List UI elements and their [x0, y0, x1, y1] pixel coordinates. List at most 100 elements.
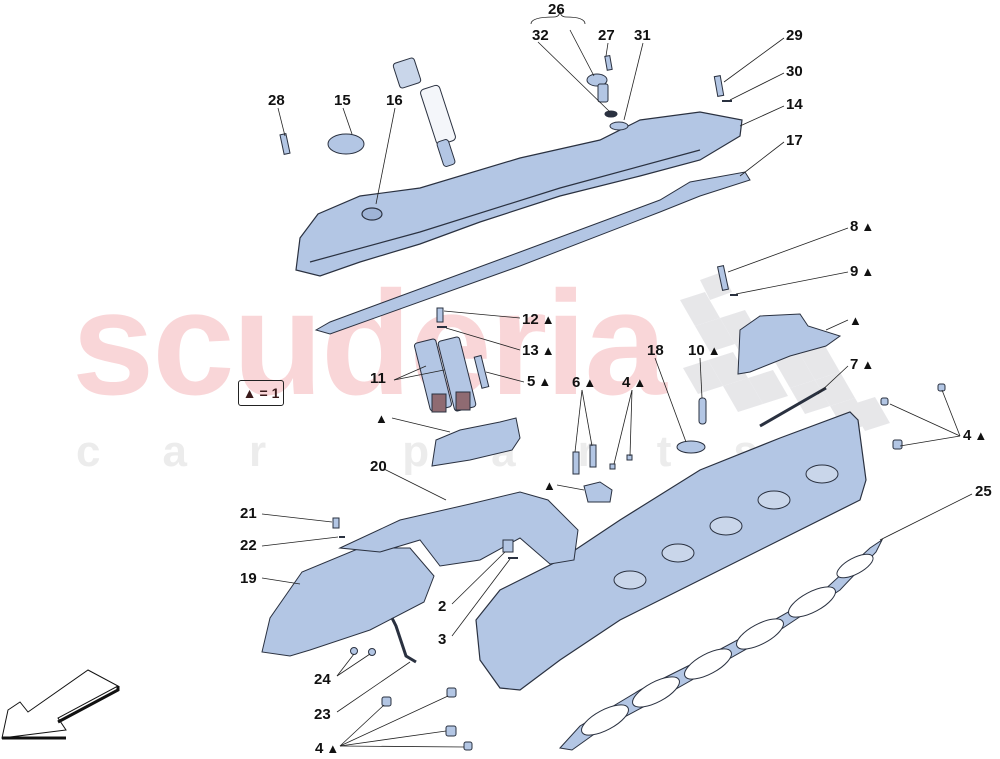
callout-c20: 20	[370, 459, 387, 474]
triangle-icon: ▲	[974, 428, 988, 443]
oil-filler-cap-part-15	[327, 133, 365, 155]
callout-c16: 16	[386, 93, 403, 108]
quantity-legend: ▲ = 1	[238, 380, 284, 406]
callout-number: 24	[314, 671, 331, 688]
callout-number: 17	[786, 132, 803, 149]
callout-number: 29	[786, 27, 803, 44]
callout-number: 27	[598, 27, 615, 44]
triangle-icon: ▲	[707, 343, 721, 358]
callout-number: 19	[240, 570, 257, 587]
dowel-part-4b	[626, 454, 633, 461]
dowel-part-4e	[892, 439, 903, 450]
callout-c2: 2	[438, 599, 446, 614]
heat-shield-part-19	[261, 547, 435, 657]
dowel-part-10	[698, 397, 707, 425]
callout-c26: 26	[548, 2, 565, 17]
washer-part-3	[508, 557, 518, 559]
callout-c4a: 4▲	[622, 375, 646, 390]
callout-number: 2	[438, 598, 447, 615]
callout-number: 23	[314, 706, 331, 723]
watermark-scuderia: scuderia	[72, 261, 667, 426]
callout-c-tri-b: ▲	[375, 411, 388, 426]
triangle-icon: ▲	[375, 411, 388, 426]
bolt-part-6b	[589, 444, 597, 468]
callout-c-tri-c: ▲	[543, 478, 556, 493]
callout-c17: 17	[786, 133, 803, 148]
callout-number: 12	[522, 311, 539, 328]
callout-c13: 13▲	[522, 343, 555, 358]
callout-c29: 29	[786, 28, 803, 43]
callout-c-tri-a: ▲	[849, 313, 862, 328]
callout-number: 5	[527, 373, 536, 390]
nut-part-24	[368, 648, 376, 656]
triangle-icon: ▲	[583, 375, 597, 390]
dowel-part-4i	[463, 741, 473, 751]
triangle-icon: ▲	[242, 385, 257, 401]
callout-c30: 30	[786, 64, 803, 79]
callout-number: 14	[786, 96, 803, 113]
callout-number: 4	[315, 740, 324, 757]
callout-c31: 31	[634, 28, 651, 43]
callout-number: 22	[240, 537, 257, 554]
direction-arrow-icon	[1, 669, 120, 739]
callout-c32: 32	[532, 28, 549, 43]
callout-number: 30	[786, 63, 803, 80]
callout-number: 18	[647, 342, 664, 359]
callout-number: 6	[572, 374, 581, 391]
callout-number: 28	[268, 92, 285, 109]
callout-c10: 10▲	[688, 343, 721, 358]
callout-number: 21	[240, 505, 257, 522]
housing-part	[737, 313, 842, 375]
callout-number: 4	[622, 374, 631, 391]
callout-c23: 23	[314, 707, 331, 722]
triangle-icon: ▲	[633, 375, 647, 390]
washer-part-13	[437, 326, 447, 328]
triangle-icon: ▲	[849, 313, 862, 328]
callout-c7: 7▲	[850, 357, 874, 372]
callout-number: 31	[634, 27, 651, 44]
callout-number: 11	[370, 370, 386, 387]
callout-c4b: 4▲	[963, 428, 987, 443]
ignition-coil-part-16	[392, 57, 456, 167]
sensor-part-26	[586, 73, 629, 131]
triangle-icon: ▲	[861, 219, 875, 234]
bearing-block	[583, 481, 613, 503]
callout-number: 26	[548, 1, 565, 18]
washer-part-9	[730, 294, 738, 296]
spacer-part-2	[502, 539, 514, 553]
triangle-icon: ▲	[861, 264, 875, 279]
bolt-part-6a	[572, 451, 580, 475]
callout-c6: 6▲	[572, 375, 596, 390]
callout-c5: 5▲	[527, 374, 551, 389]
callout-number: 3	[438, 631, 447, 648]
legend-text: = 1	[259, 385, 280, 401]
callout-c21: 21	[240, 506, 257, 521]
callout-c18: 18	[647, 343, 664, 358]
dowel-part-4f	[381, 696, 392, 707]
triangle-icon: ▲	[861, 357, 875, 372]
watermark-car-parts: car parts	[76, 427, 820, 476]
callout-c19: 19	[240, 571, 257, 586]
bolt-part-24	[350, 647, 358, 655]
callout-number: 25	[975, 483, 992, 500]
washer-part-30	[722, 100, 732, 102]
callout-c8: 8▲	[850, 219, 874, 234]
callout-number: 20	[370, 458, 387, 475]
plug-part-18	[676, 440, 706, 454]
bolt-part-8	[716, 265, 730, 291]
dowel-part-4a	[609, 463, 616, 470]
bolt-part-27	[604, 55, 613, 71]
callout-number: 10	[688, 342, 705, 359]
callout-c22: 22	[240, 538, 257, 553]
callout-c11: 11	[370, 371, 386, 386]
bolt-part-28	[279, 133, 291, 155]
callout-c27: 27	[598, 28, 615, 43]
callout-number: 13	[522, 342, 539, 359]
bolt-part-12	[436, 307, 444, 323]
cam-cover-part-14	[295, 111, 743, 277]
triangle-icon: ▲	[543, 478, 556, 493]
bracket-part-23	[390, 617, 417, 664]
bolt-part-5	[473, 354, 490, 389]
